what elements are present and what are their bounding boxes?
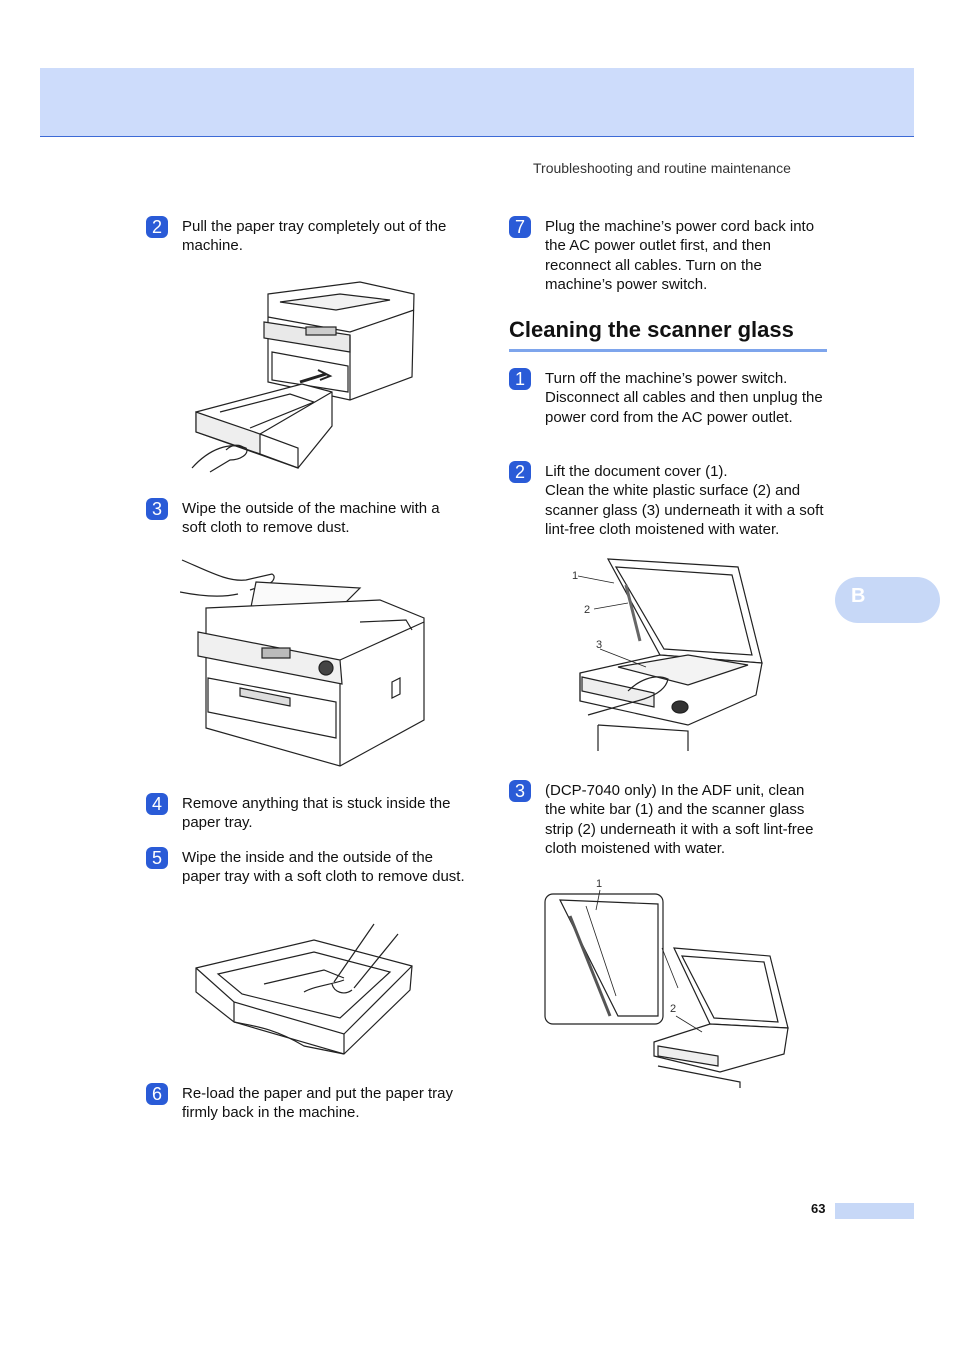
step-3-wipe-outside: 3 Wipe the outside of the machine with a… bbox=[146, 498, 466, 540]
step-5-wipe-tray: 5 Wipe the inside and the outside of the… bbox=[146, 847, 466, 909]
step-2-pull-tray: 2 Pull the paper tray completely out of … bbox=[146, 216, 466, 258]
step-2-lift-cover: 2 Lift the document cover (1). Clean the… bbox=[509, 461, 839, 543]
step-number: 3 bbox=[509, 780, 531, 802]
callout-1: 1 bbox=[572, 570, 578, 582]
callout-2: 2 bbox=[584, 604, 590, 616]
step-text-line2: Clean the white plastic surface (2) and … bbox=[545, 482, 824, 539]
chapter-tab: B bbox=[835, 577, 940, 623]
callout-2: 2 bbox=[670, 1003, 676, 1015]
step-number: 7 bbox=[509, 216, 531, 238]
header-band bbox=[40, 68, 914, 137]
step-7-plug-power: 7 Plug the machine’s power cord back int… bbox=[509, 216, 829, 298]
step-number: 3 bbox=[146, 498, 168, 520]
figure-pull-paper-tray bbox=[190, 272, 430, 482]
running-head: Troubleshooting and routine maintenance bbox=[533, 160, 791, 176]
figure-scanner-glass: 1 2 3 bbox=[568, 555, 768, 755]
step-number: 4 bbox=[146, 793, 168, 815]
step-text: Plug the machine’s power cord back into … bbox=[545, 218, 815, 294]
figure-adf-glass-strip: 1 2 bbox=[540, 876, 796, 1090]
step-number: 2 bbox=[509, 461, 531, 483]
figure-wipe-machine bbox=[180, 552, 430, 772]
step-number: 6 bbox=[146, 1083, 168, 1105]
step-text: Wipe the outside of the machine with a s… bbox=[182, 500, 440, 537]
section-title: Cleaning the scanner glass bbox=[509, 317, 827, 352]
step-text-line1: Lift the document cover (1). bbox=[545, 463, 728, 480]
callout-1: 1 bbox=[596, 878, 602, 890]
step-text: (DCP-7040 only) In the ADF unit, clean t… bbox=[545, 782, 814, 858]
page-number-bar bbox=[835, 1203, 914, 1219]
step-number: 2 bbox=[146, 216, 168, 238]
step-text: Remove anything that is stuck inside the… bbox=[182, 795, 451, 832]
step-4-remove-stuck: 4 Remove anything that is stuck inside t… bbox=[146, 793, 466, 835]
step-text: Turn off the machine’s power switch. Dis… bbox=[545, 370, 823, 426]
step-text: Re-load the paper and put the paper tray… bbox=[182, 1085, 454, 1122]
step-text: Lift the document cover (1). Clean the w… bbox=[545, 462, 839, 540]
step-1-power-off: 1 Turn off the machine’s power switch. D… bbox=[509, 368, 829, 450]
chapter-tab-label: B bbox=[851, 585, 866, 607]
figure-wipe-tray bbox=[194, 922, 416, 1062]
step-6-reload-paper: 6 Re-load the paper and put the paper tr… bbox=[146, 1083, 466, 1125]
step-text: Pull the paper tray completely out of th… bbox=[182, 218, 447, 255]
step-3-clean-adf: 3 (DCP-7040 only) In the ADF unit, clean… bbox=[509, 780, 829, 862]
step-text: Wipe the inside and the outside of the p… bbox=[182, 849, 465, 886]
page-number: 63 bbox=[811, 1201, 826, 1216]
step-number: 1 bbox=[509, 368, 531, 390]
callout-3: 3 bbox=[596, 639, 602, 651]
step-number: 5 bbox=[146, 847, 168, 869]
